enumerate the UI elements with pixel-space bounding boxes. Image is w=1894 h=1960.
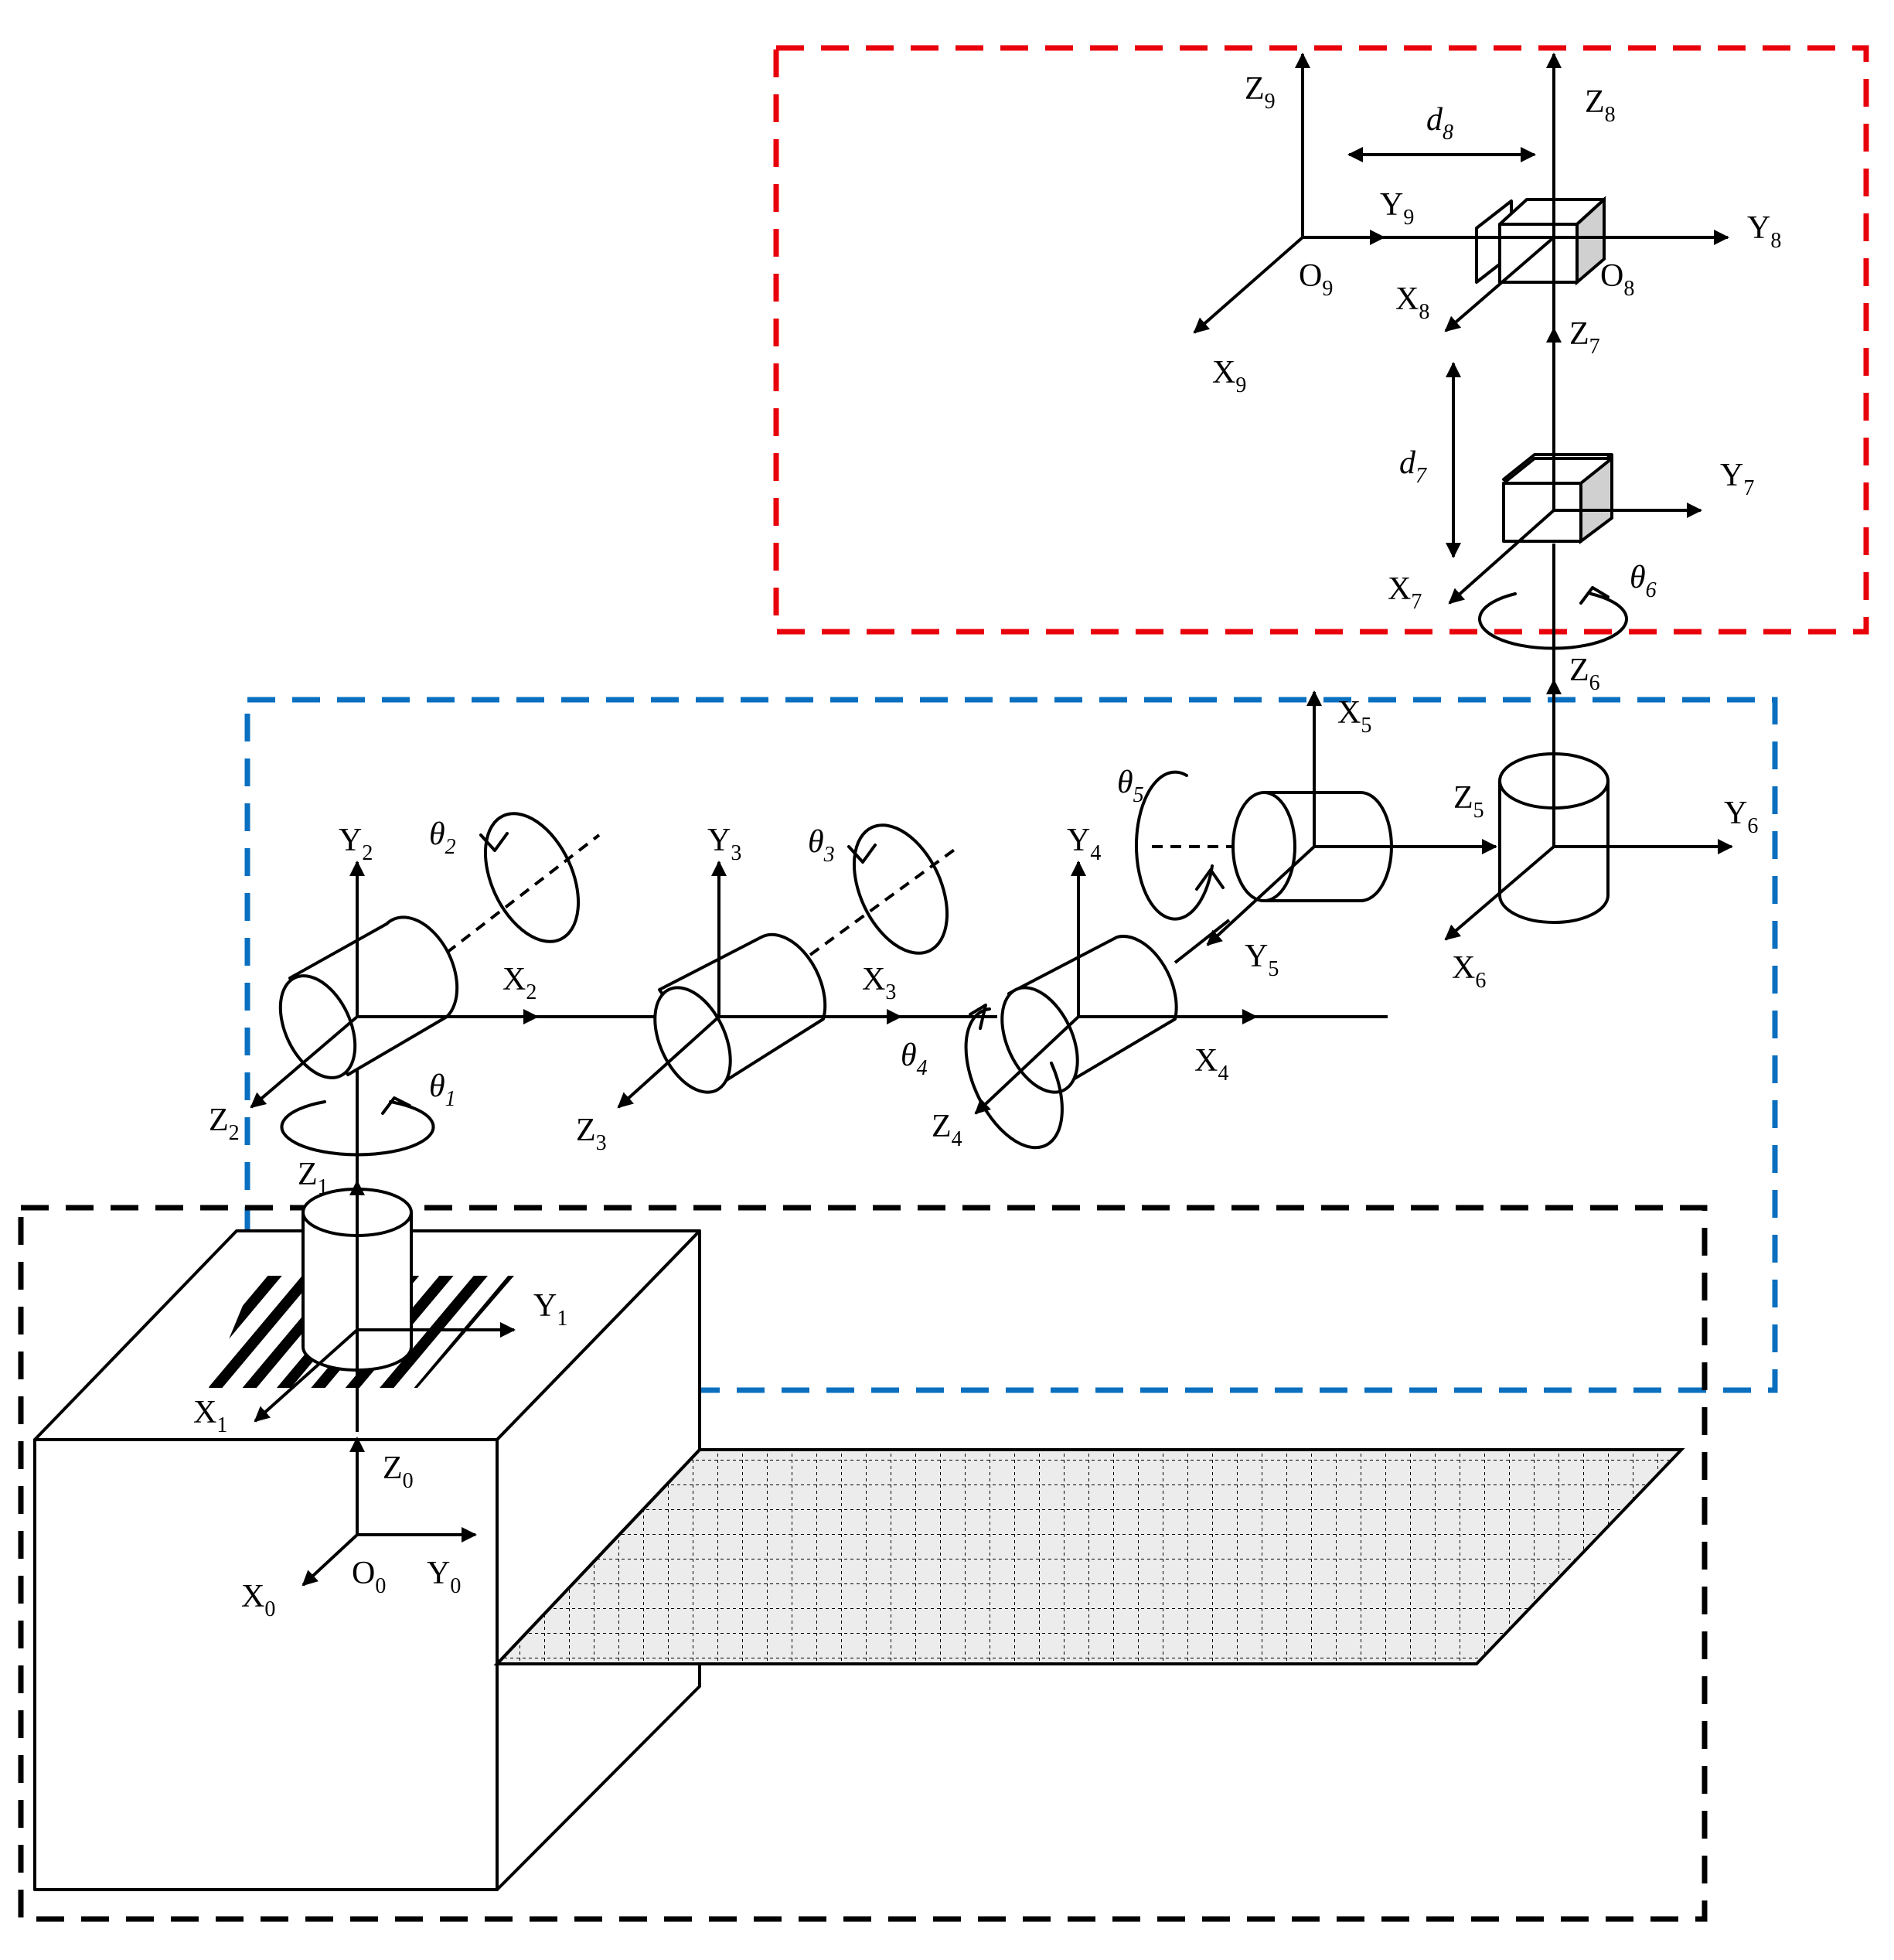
label-theta4: θ4 [901,1038,928,1080]
frame-9-axes [1193,53,1385,334]
frame-5-axes [1152,690,1497,946]
label-y9: Y9 [1380,187,1414,230]
label-z8: Z8 [1585,84,1616,127]
label-x5: X5 [1337,695,1371,738]
label-o9: O9 [1299,258,1333,301]
label-x2: X2 [502,962,537,1004]
black-frame [18,1205,1708,1922]
frame-4-axes [974,861,1388,1115]
joint-4-cylinder [1000,935,1178,1094]
label-z6: Z6 [1569,653,1600,695]
frame-6-axes [1444,679,1733,941]
theta-6-arrow [1478,586,1628,650]
label-x7: X7 [1388,571,1422,614]
label-y6: Y6 [1724,796,1758,838]
label-z3: Z3 [576,1113,607,1155]
label-o8: O8 [1600,258,1634,301]
label-o0: O0 [352,1556,386,1598]
frame-7-axes [1448,327,1702,605]
joint-7-slider [1502,453,1613,544]
theta-5-arrow [1134,770,1225,921]
label-theta1: θ1 [429,1069,456,1111]
label-y3: Y3 [707,823,741,865]
label-y7: Y7 [1720,458,1754,500]
label-y4: Y4 [1067,823,1101,865]
label-y0: Y0 [427,1556,461,1598]
label-y2: Y2 [339,823,373,865]
label-z5: Z5 [1453,780,1484,823]
frame-0-axes [301,1437,477,1587]
theta-1-arrow [280,1096,435,1157]
joint-3-cylinder [653,932,827,1094]
label-x0: X0 [241,1579,275,1621]
label-theta3: θ3 [808,824,835,867]
label-theta6: θ6 [1630,560,1657,602]
frame-2-axes [250,833,657,1109]
label-theta2: θ2 [429,816,456,859]
label-x1: X1 [193,1395,227,1437]
label-x9: X9 [1212,355,1246,397]
label-z7: Z7 [1569,316,1600,359]
label-x8: X8 [1395,281,1429,324]
joint-8-slider [1475,196,1606,286]
label-z9: Z9 [1245,71,1276,114]
frame-1-axes [254,1180,516,1432]
frame-8-axes [1303,53,1729,332]
label-d8: d8 [1426,102,1453,145]
red-frame [773,45,1869,635]
label-z0: Z0 [383,1450,414,1493]
theta-2-arrow [479,812,581,943]
blue-frame [244,697,1778,1393]
label-z4: Z4 [932,1109,962,1151]
joint-6-cylinder [1498,752,1610,924]
label-y8: Y8 [1747,210,1781,253]
label-d7: d7 [1399,445,1427,488]
label-z2: Z2 [209,1103,240,1145]
theta-3-arrow [847,823,949,955]
label-theta5: θ5 [1117,765,1144,807]
label-x4: X4 [1194,1043,1228,1086]
label-y1: Y1 [533,1288,567,1331]
joint-2-cylinder [278,915,459,1079]
label-x3: X3 [862,962,896,1004]
label-z1: Z1 [298,1157,329,1199]
theta-4-arrow [964,1004,1064,1150]
label-x6: X6 [1452,950,1486,993]
workspace-grid-plane [493,1448,1685,1665]
label-y5: Y5 [1245,939,1279,981]
